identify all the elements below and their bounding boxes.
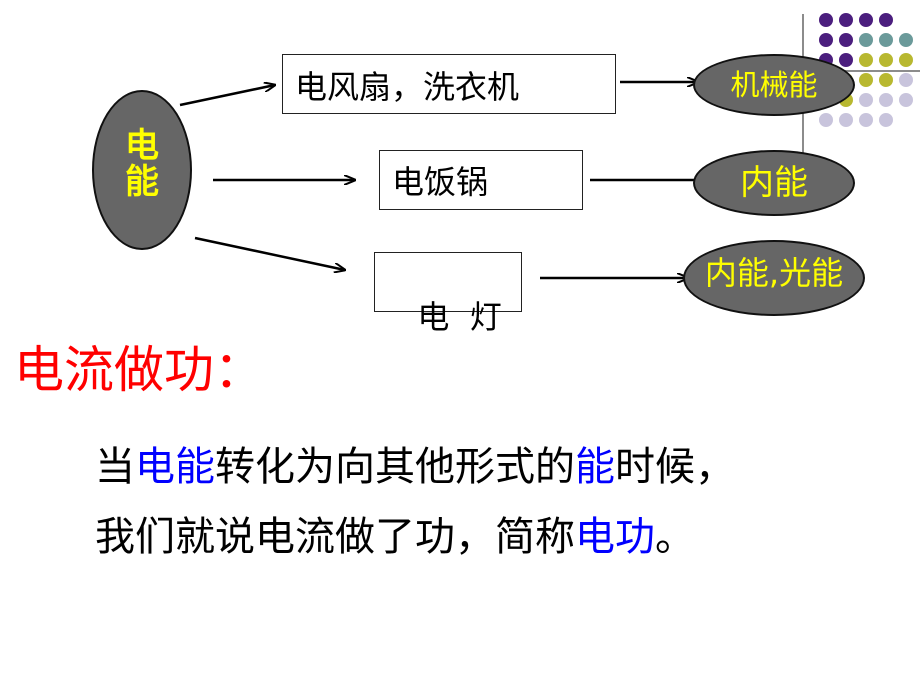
device-label-fan-washer: 电风扇，洗衣机 (295, 68, 520, 106)
decor-dot (899, 53, 913, 67)
line1-text-b: 转化为向其他形式的 (215, 444, 575, 490)
device-label-lamp: 电 灯 (417, 298, 502, 336)
heat-light-energy-label: 内能,光能 (704, 254, 844, 292)
decor-dot (879, 33, 893, 47)
decor-dot (879, 53, 893, 67)
decor-dot (879, 13, 893, 27)
mechanical-energy-label: 机械能 (730, 68, 818, 102)
definition-line-2: 我们就说电流做了功，简称电功。 (95, 517, 695, 557)
decor-dot (859, 113, 873, 127)
line2-text-a: 我们就说电流做了功，简称 (95, 514, 575, 560)
decor-dot (859, 93, 873, 107)
decor-dot (839, 33, 853, 47)
heat-light-energy-ellipse: 内能,光能 (683, 240, 865, 316)
line1-text-c: 时候， (615, 444, 735, 490)
decor-dot (859, 13, 873, 27)
decor-dot (859, 53, 873, 67)
highlight-electric-energy: 电能 (135, 444, 215, 490)
electric-energy-ellipse (92, 90, 192, 250)
decor-dot (819, 13, 833, 27)
decor-dot (879, 93, 893, 107)
arrow-source-to-fan (179, 85, 275, 107)
decor-dot (859, 73, 873, 87)
decor-dot (879, 113, 893, 127)
source-label: 电能 (125, 126, 159, 202)
arrow-source-to-lamp (194, 236, 345, 270)
decor-dot (819, 113, 833, 127)
section-title: 电流做功： (14, 341, 264, 399)
decor-dot (879, 73, 893, 87)
line1-text-a: 当 (95, 444, 135, 490)
device-box-rice-cooker: 电饭锅 (379, 150, 583, 210)
mechanical-energy-ellipse: 机械能 (693, 54, 855, 116)
decor-dot (859, 33, 873, 47)
decor-dot (839, 53, 853, 67)
internal-energy-label: 内能 (740, 163, 808, 203)
highlight-electric-work: 电功 (575, 514, 655, 560)
highlight-energy: 能 (575, 444, 615, 490)
internal-energy-ellipse: 内能 (693, 150, 855, 216)
decor-dot (899, 33, 913, 47)
device-box-lamp: 电 灯 (374, 252, 522, 333)
decor-dot (819, 33, 833, 47)
line2-text-b: 。 (655, 514, 695, 560)
device-box-fan-washer: 电风扇，洗衣机 (282, 54, 616, 114)
decor-dot (899, 73, 913, 87)
decor-dot (839, 13, 853, 27)
device-label-rice-cooker: 电饭锅 (392, 163, 489, 201)
decor-dot (839, 113, 853, 127)
electric-energy-label: 电能 (92, 128, 192, 200)
decor-dot (899, 93, 913, 107)
definition-line-1: 当电能转化为向其他形式的能时候， (95, 447, 735, 487)
